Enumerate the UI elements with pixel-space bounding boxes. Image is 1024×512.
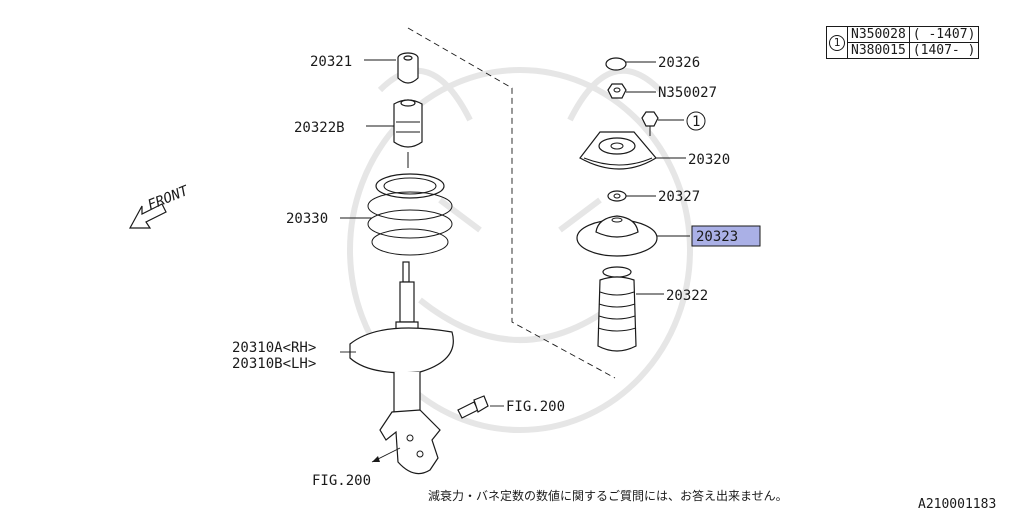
front-arrow-icon — [128, 203, 167, 229]
label-20330[interactable]: 20330 — [286, 211, 328, 227]
label-fig200-bottom[interactable]: FIG.200 — [312, 473, 371, 489]
label-20310B[interactable]: 20310B<LH> — [232, 356, 316, 372]
label-ref1[interactable]: 1 — [692, 114, 700, 130]
part-20310-strut — [349, 261, 454, 475]
label-20322B[interactable]: 20322B — [294, 120, 345, 136]
assembly-dashed-outline — [407, 27, 616, 379]
label-N350027[interactable]: N350027 — [658, 85, 717, 101]
label-20326[interactable]: 20326 — [658, 55, 700, 71]
label-20322[interactable]: 20322 — [666, 288, 708, 304]
label-front: FRONT — [146, 182, 193, 213]
label-20310A[interactable]: 20310A<RH> — [232, 340, 316, 356]
part-N350027-nut — [607, 83, 627, 99]
legend-range: ( -1407) — [908, 26, 980, 43]
bolt-icon — [457, 395, 489, 419]
legend-ref-circle: 1 — [829, 34, 845, 51]
part-20323-spring-seat — [576, 215, 658, 257]
label-20321[interactable]: 20321 — [310, 54, 352, 70]
part-20321-bump-stop — [397, 52, 419, 84]
legend-part[interactable]: N350028 — [847, 26, 910, 43]
legend-ref-cell: 1 — [826, 26, 848, 59]
label-fig200-bolt[interactable]: FIG.200 — [506, 399, 565, 415]
legend-table: 1 N350028 ( -1407) N380015 (1407- ) — [826, 26, 980, 59]
arrow-head-icon — [372, 456, 380, 462]
highlight-20323[interactable] — [691, 225, 761, 247]
part-20330-coil-spring — [367, 173, 453, 256]
part-20322B-stopper — [393, 99, 423, 148]
ref-circle — [686, 111, 706, 131]
part-20326-cap — [605, 57, 627, 71]
part-20322-dust-boot — [597, 266, 637, 352]
label-20323[interactable]: 20323 — [696, 229, 738, 245]
diagram-code: A210001183 — [918, 497, 997, 512]
footer-note: 減衰力・バネ定数の数値に関するご質問には、お答え出来ません。 — [428, 489, 788, 503]
legend-range: (1407- ) — [908, 42, 980, 59]
legend-part[interactable]: N380015 — [847, 42, 910, 59]
label-20320[interactable]: 20320 — [688, 152, 730, 168]
part-ref1-nut — [641, 111, 659, 136]
label-20327[interactable]: 20327 — [658, 189, 700, 205]
watermark-emblem — [347, 67, 693, 433]
part-20327-washer — [607, 190, 627, 202]
part-20320-strut-mount — [579, 131, 657, 170]
